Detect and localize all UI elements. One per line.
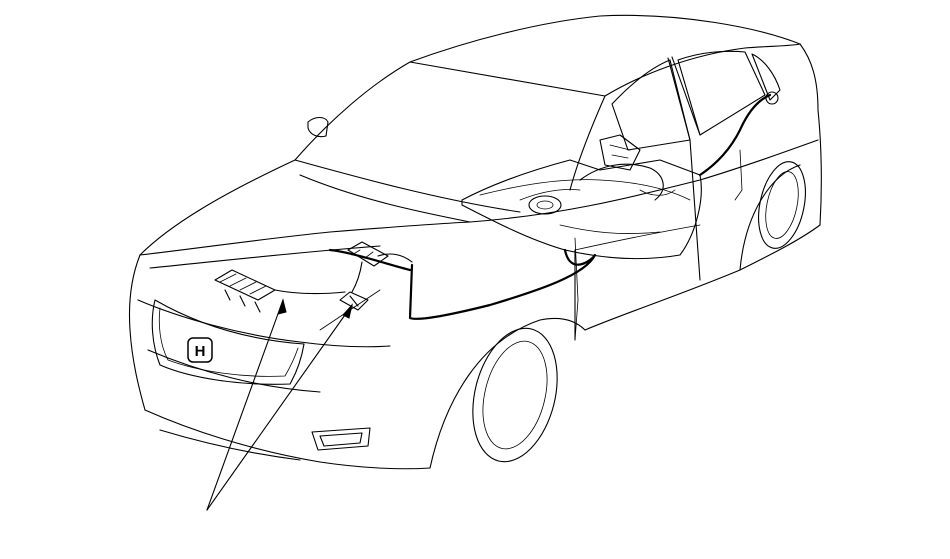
car-roof xyxy=(294,14,819,213)
car-grille xyxy=(151,299,305,385)
fuel-line xyxy=(328,237,597,341)
car-side-windows xyxy=(611,50,781,151)
side-mirror xyxy=(307,116,329,138)
fuel-tank-assembly xyxy=(461,134,702,260)
front-wheel xyxy=(429,317,586,469)
callout-arrow xyxy=(206,303,353,511)
car-front-bumper xyxy=(128,254,431,470)
fuel-rail xyxy=(214,269,276,313)
fuel-filler-neck xyxy=(698,91,779,201)
callout-arrow xyxy=(206,298,287,511)
car-hood xyxy=(139,159,471,269)
fog-light xyxy=(311,427,371,451)
engine-fuel-hose xyxy=(274,261,381,331)
rear-wheel xyxy=(739,161,806,271)
brand-emblem-icon: H xyxy=(187,337,213,363)
fuel-pressure-regulator xyxy=(347,241,413,267)
car-side-body xyxy=(469,109,822,341)
brand-emblem-letter: H xyxy=(195,343,206,360)
